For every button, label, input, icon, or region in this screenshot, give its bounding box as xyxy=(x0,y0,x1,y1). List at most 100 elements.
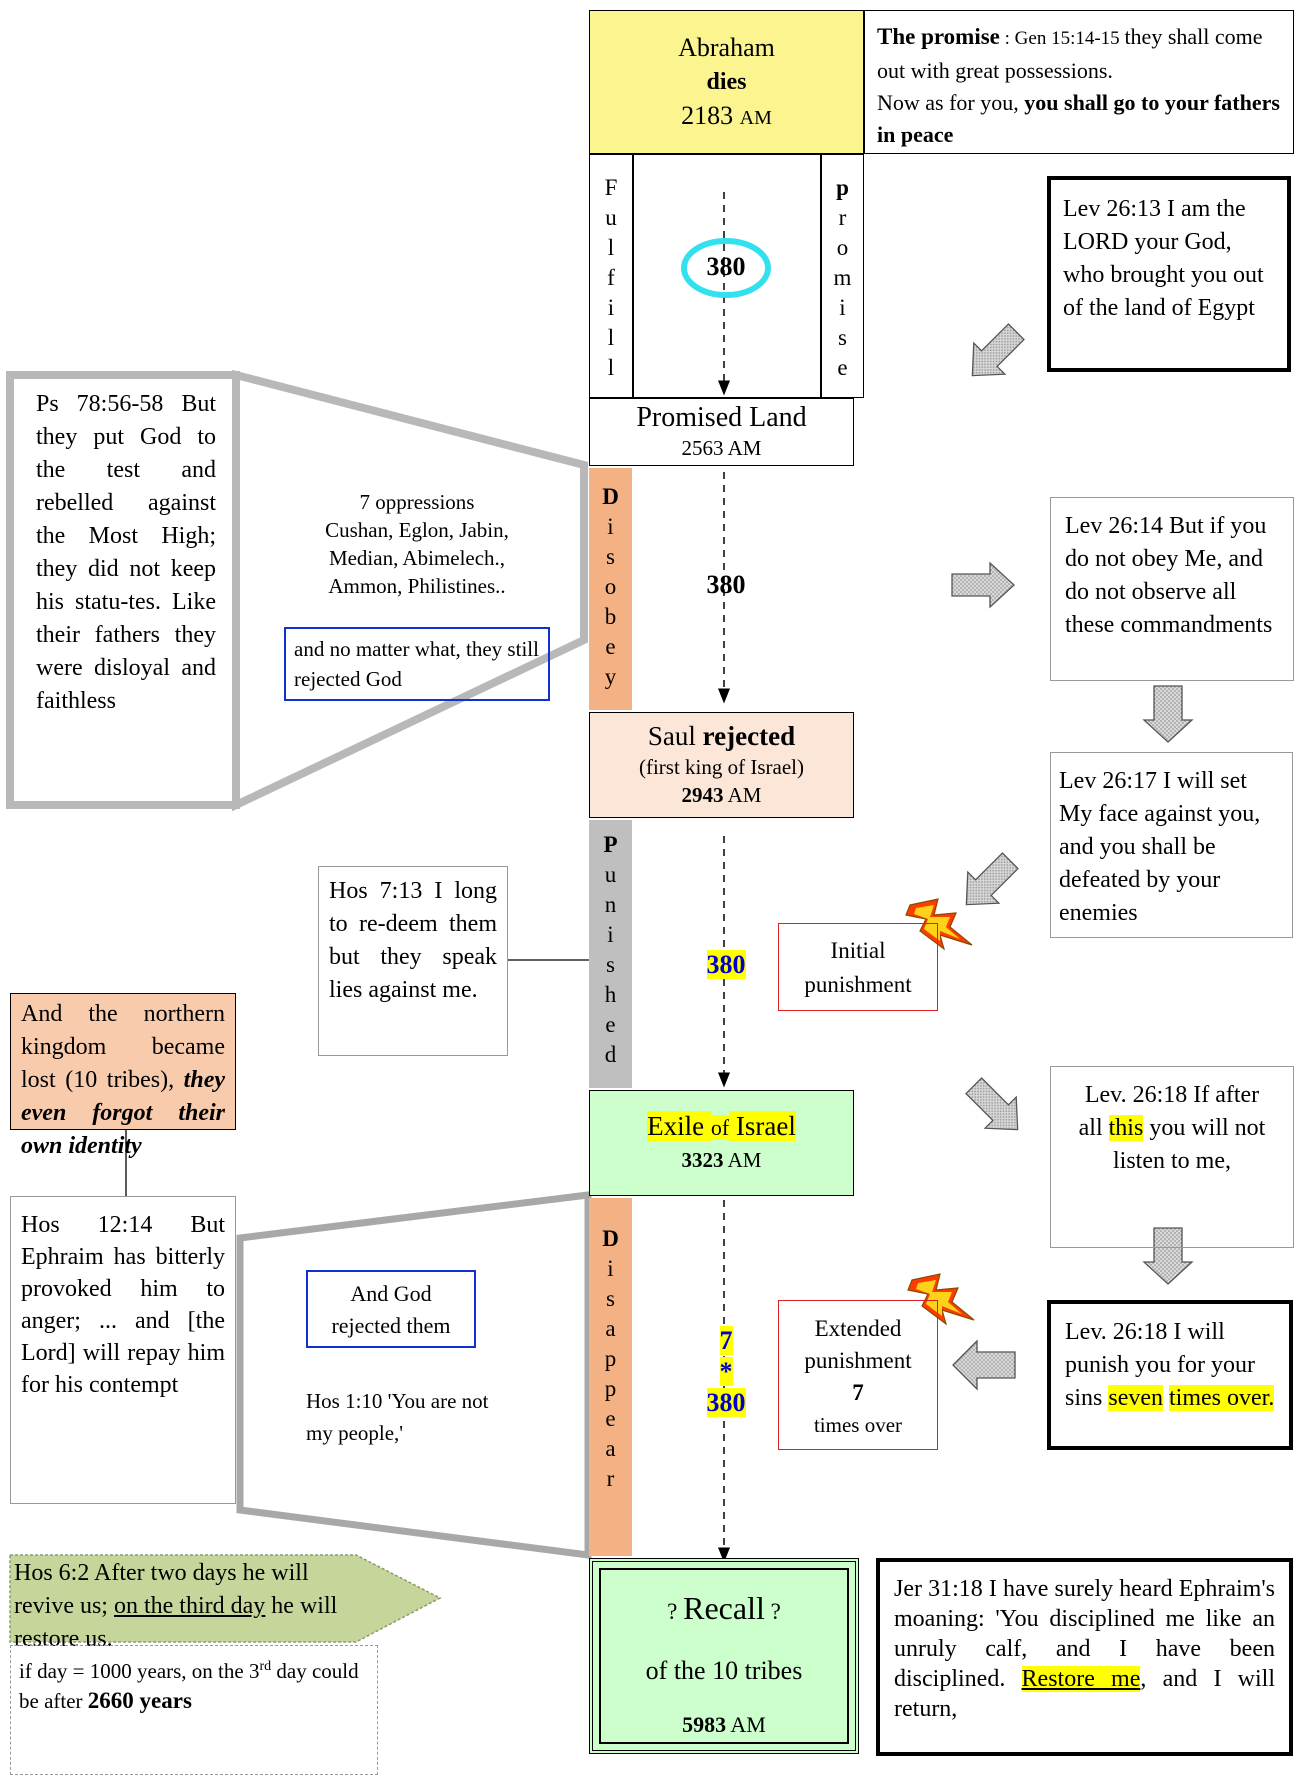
abraham-year: 2183 xyxy=(681,101,734,130)
exile-title-of: of xyxy=(710,1115,730,1140)
lev-26-18a-post: you will not listen to me, xyxy=(1113,1115,1266,1174)
recall-title: ? Recall ? xyxy=(601,1588,847,1632)
recall-box: ? Recall ? of the 10 tribes 5983 AM xyxy=(589,1558,859,1754)
period-3-label: 380 xyxy=(686,950,766,980)
period-1-label: 380 xyxy=(706,252,746,281)
oppressions-title: 7 oppressions xyxy=(359,490,475,514)
lev-26-13-box: Lev 26:13 I am the LORD your God, who br… xyxy=(1047,176,1291,372)
oppressions-note: 7 oppressions Cushan, Eglon, Jabin, Medi… xyxy=(292,488,542,600)
vertical-letter: n xyxy=(604,892,617,917)
period-4-label: 7 * 380 xyxy=(686,1325,766,1418)
period-circle xyxy=(681,238,771,298)
vertical-letter: u xyxy=(604,862,617,887)
saul-event: rejected xyxy=(702,721,796,751)
abraham-name: Abraham xyxy=(678,33,775,62)
hosea-callout-shape xyxy=(236,1191,592,1559)
jer-31-18-pre: Jer 31:18 I have surely heard Ephraim's … xyxy=(894,1576,1275,1692)
saul-subtitle: (first king of Israel) xyxy=(638,755,805,779)
abraham-box: Abraham dies 2183 AM xyxy=(589,10,864,154)
arrow-down-1-icon xyxy=(1142,685,1194,743)
saul-name: Saul xyxy=(647,721,703,751)
promise-ref: : Gen 15:14-15 xyxy=(999,28,1125,49)
period-3-value: 380 xyxy=(706,950,746,979)
recall-unit: AM xyxy=(730,1712,766,1737)
lev-26-14-box: Lev 26:14 But if you do not obey Me, and… xyxy=(1050,497,1294,681)
recall-q2: ? xyxy=(764,1599,781,1624)
promised-land-box: Promised Land 2563 AM xyxy=(589,398,854,466)
recall-inner: ? Recall ? of the 10 tribes 5983 AM xyxy=(599,1568,849,1744)
vertical-letter: y xyxy=(604,664,617,689)
saul-date: 2943 AM xyxy=(590,781,853,809)
exile-unit: AM xyxy=(727,1148,762,1172)
promised-land-unit: AM xyxy=(727,436,762,460)
psalm-callout-frame xyxy=(6,371,240,809)
recall-year: 5983 xyxy=(682,1712,727,1737)
vertical-letter: l xyxy=(607,325,615,350)
vertical-letter: e xyxy=(605,1406,616,1431)
vertical-letter: i xyxy=(607,922,614,947)
fulfill-divider-left xyxy=(632,154,634,398)
vertical-letter: h xyxy=(604,982,617,1007)
vertical-letter: m xyxy=(833,265,852,290)
vertical-letter: p xyxy=(604,1346,617,1371)
vertical-letter: p xyxy=(836,175,849,200)
saul-unit: AM xyxy=(727,783,762,807)
vertical-letter: D xyxy=(602,484,619,509)
vertical-letter: o xyxy=(604,574,617,599)
saul-box: Saul rejected (first king of Israel) 294… xyxy=(589,712,854,818)
fulfill-band xyxy=(589,154,864,398)
promised-land-name: Promised Land xyxy=(636,402,807,433)
vertical-letter: f xyxy=(607,265,615,290)
rejected-note: and no matter what, they still rejected … xyxy=(284,627,550,701)
vertical-letter: i xyxy=(607,295,615,320)
extended-punishment-box: Extended punishment 7 times over xyxy=(778,1300,938,1450)
period-4-base: 380 xyxy=(706,1388,746,1417)
recall-q1: ? xyxy=(667,1599,684,1624)
oppressions-names: Cushan, Eglon, Jabin, Median, Abimelech.… xyxy=(325,518,509,598)
lev-26-18a-pre: Lev. 26:18 If after all xyxy=(1078,1082,1260,1141)
god-rejected-note: And God rejected them xyxy=(306,1270,476,1348)
vertical-letter: e xyxy=(837,355,848,380)
lev-26-18b-box: Lev. 26:18 I will punish you for your si… xyxy=(1047,1300,1293,1450)
hosea-12-14-box: Hos 12:14 But Ephraim has bitterly provo… xyxy=(10,1196,236,1504)
recall-date: 5983 AM xyxy=(601,1710,847,1740)
vertical-letter: s xyxy=(606,952,615,977)
vertical-letter: i xyxy=(607,1256,614,1281)
period-4-mult: 7 xyxy=(719,1326,733,1355)
lev-26-18a-highlight: this xyxy=(1108,1115,1144,1141)
lev-26-18b-pre: Lev. 26:18 I will punish you for your si… xyxy=(1065,1319,1255,1411)
period-2-label: 380 xyxy=(706,570,746,599)
vertical-letter: p xyxy=(604,1376,617,1401)
vertical-letter: b xyxy=(604,604,617,629)
vertical-letter: e xyxy=(605,634,616,659)
vertical-letter: e xyxy=(605,1012,616,1037)
vertical-letter: F xyxy=(604,175,618,200)
jer-31-18-post: , and I will return, xyxy=(894,1666,1275,1722)
extended-text-b: times over xyxy=(813,1413,903,1437)
lev-26-18a-box: Lev. 26:18 If after all this you will no… xyxy=(1050,1066,1294,1248)
arrow-down-2-icon xyxy=(1142,1227,1194,1285)
psalm-78-text: Ps 78:56-58 But they put God to the test… xyxy=(36,391,216,714)
vertical-letter: s xyxy=(606,1286,615,1311)
saul-title: Saul rejected xyxy=(590,719,853,753)
northern-text: And the northern kingdom became lost (10… xyxy=(21,1001,225,1093)
vertical-letter: o xyxy=(836,235,849,260)
exile-year: 3323 xyxy=(681,1148,724,1172)
recall-subtitle: of the 10 tribes xyxy=(645,1656,803,1685)
fulfill-divider-right xyxy=(820,154,822,398)
promised-land-date: 2563 AM xyxy=(590,435,853,461)
hosea-6-2-b: he will restore us. xyxy=(14,1593,338,1652)
promise-bold: you shall go to your fathers in peace xyxy=(877,90,1280,147)
exile-box: Exile of Israel 3323 AM xyxy=(589,1090,854,1196)
day-note-box: if day = 1000 years, on the 3rd day coul… xyxy=(10,1645,378,1775)
promised-land-year: 2563 xyxy=(681,436,724,460)
hosea-7-13-box: Hos 7:13 I long to re-deem them but they… xyxy=(318,866,508,1056)
arrow-right-icon xyxy=(951,561,1015,609)
day-note-bold: 2660 years xyxy=(87,1688,192,1713)
exile-title-a: Exile xyxy=(647,1111,711,1141)
promise-label: The promise xyxy=(877,24,1000,49)
